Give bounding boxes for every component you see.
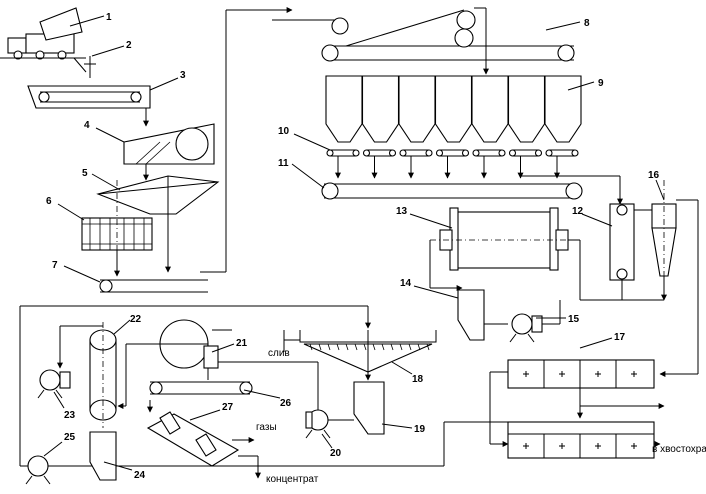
rake-blade: [363, 343, 367, 351]
callout-10: 10: [278, 126, 290, 137]
callout-leaders: [43, 15, 665, 471]
callout-20: 20: [330, 448, 342, 459]
slurry-pump-15: [509, 300, 561, 343]
rake-blade: [309, 343, 313, 351]
slurry-pump-20: [210, 361, 331, 439]
feeder-pulley: [435, 149, 444, 157]
rake-blade: [381, 343, 385, 351]
callout-16: 16: [648, 170, 660, 181]
bin-hopper: [361, 75, 400, 143]
ore-bins: [325, 75, 582, 143]
feeder-pulley: [508, 149, 517, 157]
apron-feeder: [27, 85, 151, 127]
callout-14: 14: [400, 278, 412, 289]
callout-25: 25: [64, 432, 76, 443]
bin-hopper: [398, 75, 436, 143]
rake-blade: [399, 343, 403, 351]
distribution-conveyor: [272, 7, 575, 75]
rake-blade: [408, 343, 412, 351]
collecting-conveyor: [321, 175, 623, 205]
rake-blade: [354, 343, 358, 351]
callout-26: 26: [280, 398, 292, 409]
hydrocyclone: [651, 180, 699, 377]
feeder-pulley: [534, 149, 543, 157]
jaw-crusher: [123, 123, 215, 181]
callout-7: 7: [52, 260, 58, 271]
feeder-pulley: [571, 149, 579, 157]
rake-blade: [318, 343, 322, 351]
callout-12: 12: [572, 206, 584, 217]
feeder-pulley: [425, 149, 433, 157]
bin-hopper: [471, 75, 509, 143]
bucket-elevator: [609, 203, 664, 300]
callout-9: 9: [598, 78, 604, 89]
callout-17: 17: [614, 332, 626, 343]
callout-5: 5: [82, 168, 88, 179]
bin-hopper: [544, 75, 582, 143]
dump-truck: [0, 7, 87, 73]
vibrating-screen: [96, 175, 220, 273]
pump-sump: [457, 289, 508, 341]
callout-11: 11: [278, 158, 289, 169]
bin-hopper: [434, 75, 473, 143]
callout-23: 23: [64, 410, 76, 421]
feeder-pulley: [399, 149, 407, 157]
rake-blade: [390, 343, 394, 351]
callout-4: 4: [84, 120, 90, 131]
rake-blade: [426, 343, 430, 351]
callout-8: 8: [584, 18, 590, 29]
feeder-pulley: [545, 149, 553, 157]
drying-drum: [146, 411, 261, 479]
filter-feed-tank: [328, 381, 385, 435]
feeder-pulley: [326, 149, 334, 157]
feeder-pulley: [352, 149, 360, 157]
callout-22: 22: [130, 314, 142, 325]
ball-mill: [429, 207, 664, 301]
feeder-pulley: [362, 149, 371, 157]
bin-hopper: [325, 75, 363, 143]
label-slime: слив: [268, 348, 290, 359]
filtrate-pump: [25, 455, 51, 485]
callout-1: 1: [106, 12, 112, 23]
rake-blade: [372, 343, 376, 351]
stream-labels: слив газы концентрат в хвостохран: [256, 348, 706, 485]
receiving-hopper: [84, 56, 96, 78]
cake-conveyor: [147, 381, 253, 413]
callout-numbers: 1 2 3 4 5 6 7 8 9 10 11 12 13 14 15 16 1…: [46, 12, 660, 481]
feeder-pulley: [472, 149, 480, 157]
rake-blade: [417, 343, 421, 351]
bin-feeders: [326, 149, 579, 179]
label-gases: газы: [256, 422, 277, 433]
callout-19: 19: [414, 424, 426, 435]
secondary-crusher: [81, 180, 153, 277]
thickener: [283, 330, 437, 381]
rake-blade: [336, 343, 340, 351]
callout-21: 21: [236, 338, 248, 349]
feeder-pulley: [388, 149, 397, 157]
belt-conveyor-7: [99, 7, 293, 293]
callout-3: 3: [180, 70, 186, 81]
feeder-pulley: [498, 149, 506, 157]
label-tailings: в хвостохран: [652, 444, 706, 455]
callout-13: 13: [396, 206, 408, 217]
flotation-cells: [19, 305, 665, 467]
callout-18: 18: [412, 374, 424, 385]
rake-blade: [327, 343, 331, 351]
bin-hopper: [507, 75, 546, 143]
callout-15: 15: [568, 314, 580, 325]
callout-24: 24: [134, 470, 146, 481]
filtrate-sump: [50, 431, 117, 481]
callout-2: 2: [126, 40, 132, 51]
feeder-pulley: [461, 149, 470, 157]
callout-6: 6: [46, 196, 52, 207]
vacuum-pump: [37, 369, 71, 399]
filtrate-receiver: [57, 322, 127, 428]
label-concentrate: концентрат: [266, 474, 319, 485]
callout-27: 27: [222, 402, 234, 413]
rake-blade: [345, 343, 349, 351]
